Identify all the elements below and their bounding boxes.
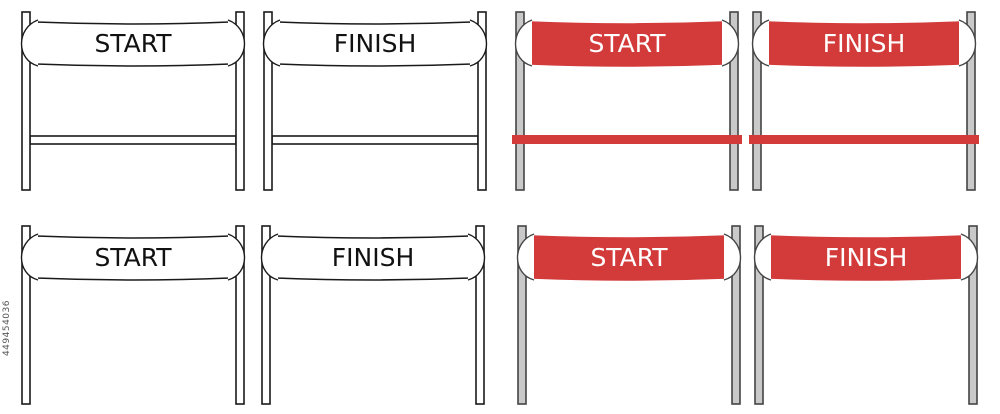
gate-8-finish: FINISH bbox=[754, 225, 978, 405]
left-wrap bbox=[754, 233, 772, 281]
gate-1-start: START bbox=[21, 11, 245, 191]
gate-5-start: START bbox=[21, 225, 245, 405]
right-pole bbox=[477, 11, 487, 191]
right-pole bbox=[729, 11, 739, 191]
right-wrap bbox=[721, 19, 739, 67]
gate-3-start: START bbox=[512, 11, 742, 191]
left-pole bbox=[21, 11, 31, 191]
right-pole bbox=[475, 225, 485, 405]
banner-label: START bbox=[590, 243, 668, 272]
left-pole bbox=[261, 225, 271, 405]
left-pole bbox=[515, 11, 525, 191]
banner-label: FINISH bbox=[825, 243, 908, 272]
left-wrap bbox=[263, 19, 281, 67]
crossbar bbox=[271, 135, 479, 145]
left-wrap bbox=[752, 19, 770, 67]
right-wrap bbox=[960, 233, 978, 281]
right-wrap bbox=[467, 233, 485, 281]
right-wrap bbox=[958, 19, 976, 67]
gate-6-finish: FINISH bbox=[261, 225, 485, 405]
left-pole bbox=[754, 225, 764, 405]
left-pole bbox=[263, 11, 273, 191]
left-wrap bbox=[261, 233, 279, 281]
banner-label: START bbox=[94, 243, 172, 272]
banner-label: FINISH bbox=[332, 243, 415, 272]
right-pole bbox=[731, 225, 741, 405]
right-pole bbox=[968, 225, 978, 405]
left-pole bbox=[517, 225, 527, 405]
left-wrap bbox=[21, 19, 39, 67]
left-wrap bbox=[515, 19, 533, 67]
gate-2-finish: FINISH bbox=[263, 11, 487, 191]
left-wrap bbox=[517, 233, 535, 281]
banner-label: FINISH bbox=[823, 29, 906, 58]
right-pole bbox=[966, 11, 976, 191]
crossbar-front bbox=[512, 135, 742, 144]
crossbar-front bbox=[749, 135, 979, 144]
right-wrap bbox=[469, 19, 487, 67]
right-pole bbox=[235, 11, 245, 191]
stock-id-text: 449454036 bbox=[2, 300, 12, 357]
left-pole bbox=[21, 225, 31, 405]
banner-label: START bbox=[588, 29, 666, 58]
banner-label: START bbox=[94, 29, 172, 58]
left-wrap bbox=[21, 233, 39, 281]
left-pole bbox=[752, 11, 762, 191]
gate-7-start: START bbox=[517, 225, 741, 405]
banner-label: FINISH bbox=[334, 29, 417, 58]
right-wrap bbox=[723, 233, 741, 281]
crossbar bbox=[29, 135, 237, 145]
right-pole bbox=[235, 225, 245, 405]
gate-4-finish: FINISH bbox=[749, 11, 979, 191]
right-wrap bbox=[227, 19, 245, 67]
right-wrap bbox=[227, 233, 245, 281]
